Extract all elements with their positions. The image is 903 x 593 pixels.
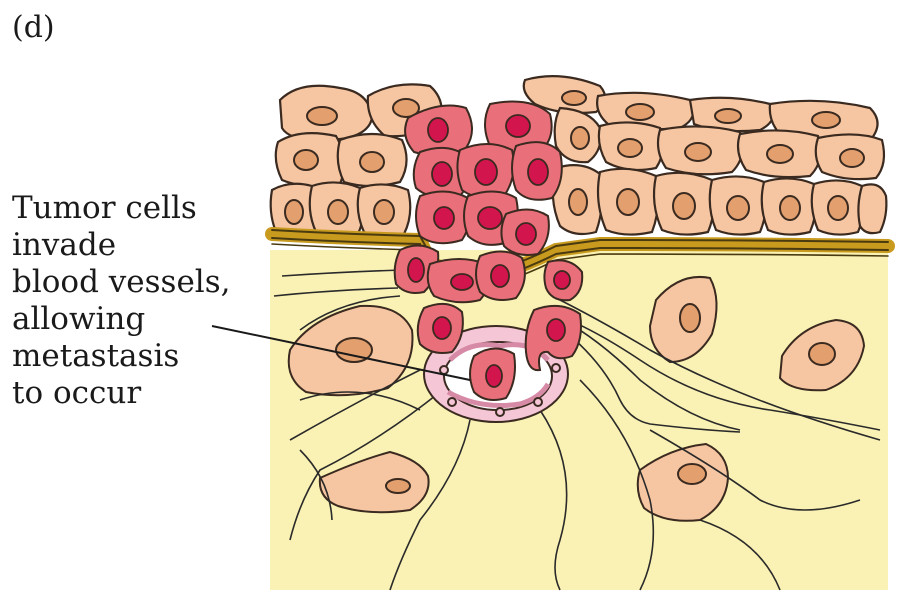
epithelial-cell xyxy=(858,184,886,233)
